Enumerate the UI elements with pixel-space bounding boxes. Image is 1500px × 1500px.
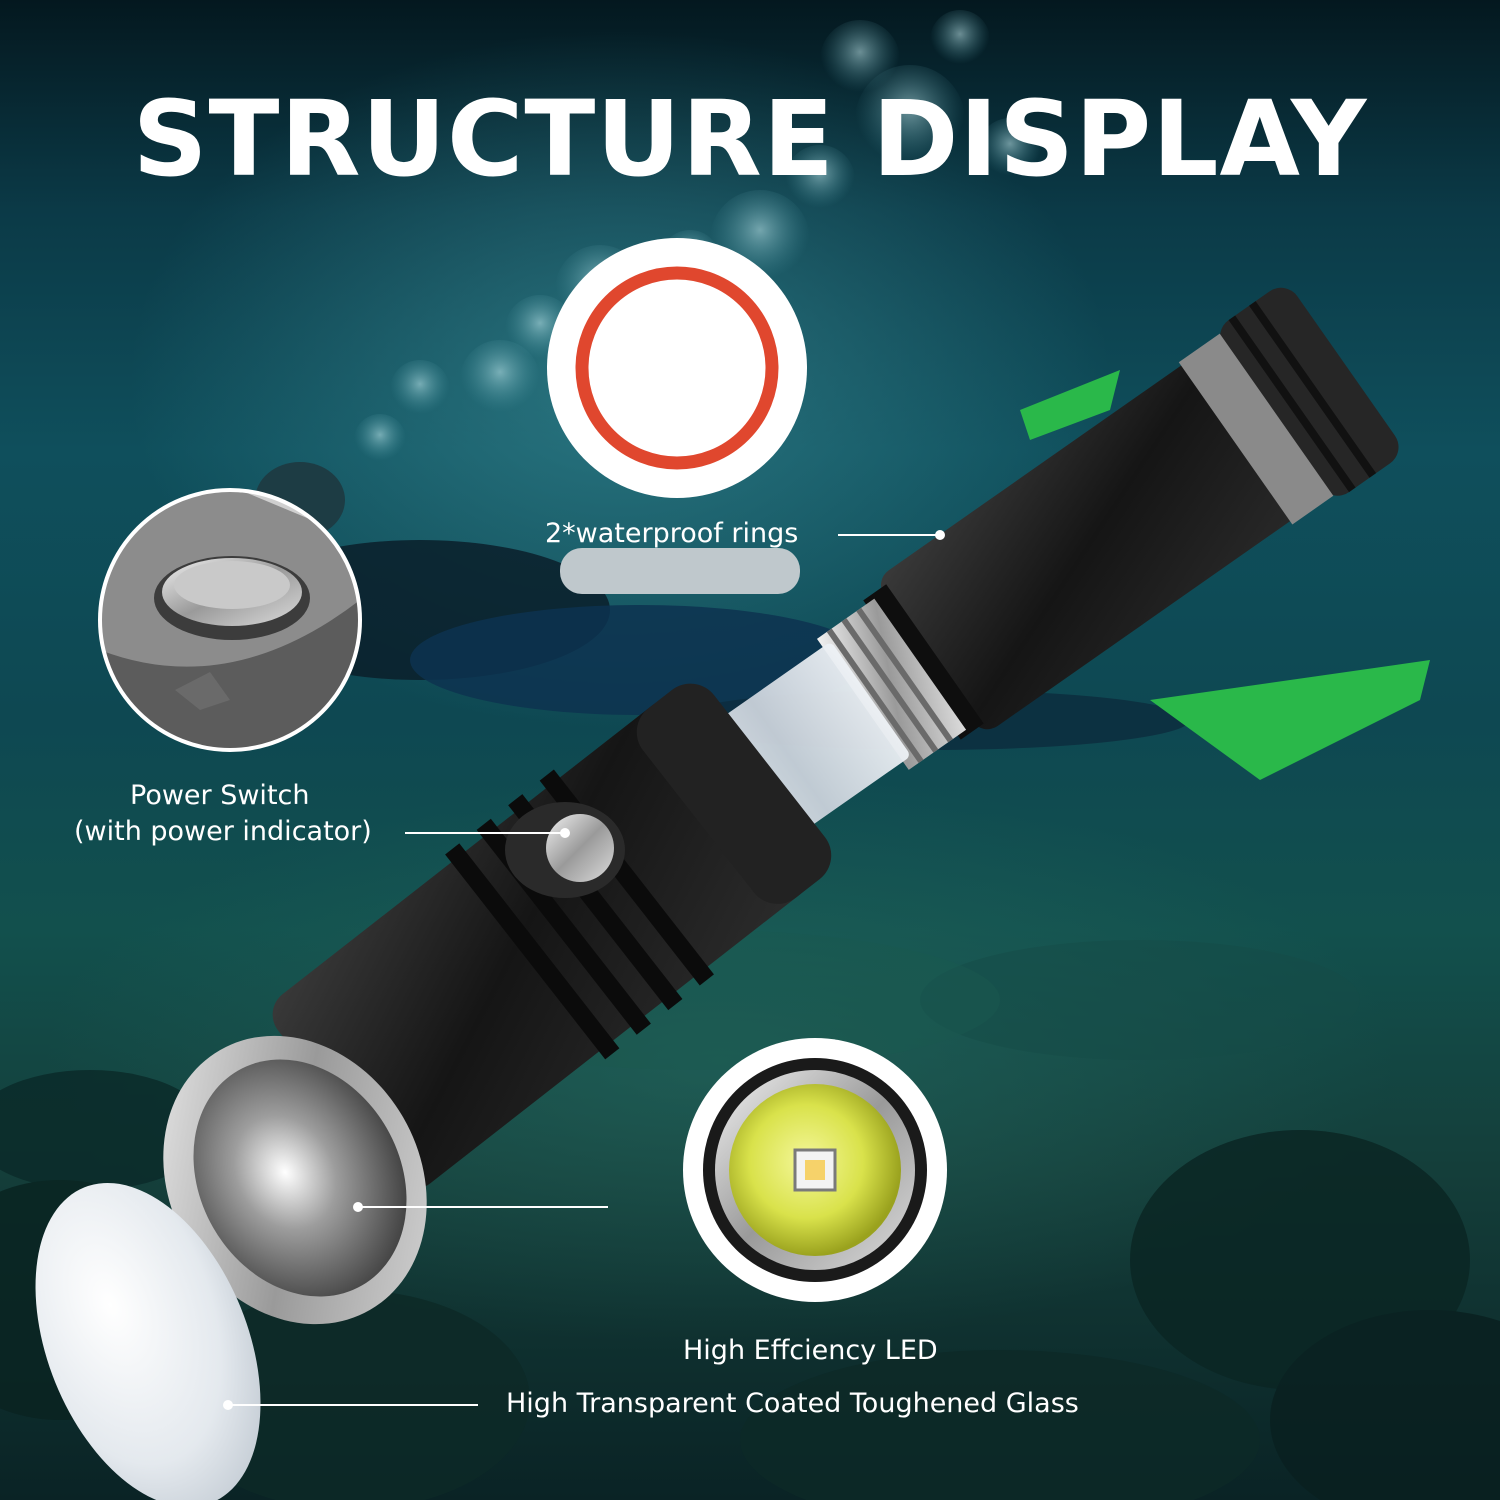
flashlight-head-section — [163, 683, 832, 1325]
led-label: High Effciency LED — [683, 1335, 938, 1366]
flashlight-tail-section — [660, 287, 1399, 874]
page-title: STRUCTURE DISPLAY — [132, 78, 1368, 200]
power-switch-label: Power Switch — [130, 780, 310, 811]
waterproof-ring-callout — [547, 238, 807, 498]
toughened-glass-lens — [35, 1182, 261, 1500]
glass-label: High Transparent Coated Toughened Glass — [506, 1388, 1079, 1419]
power-indicator-label: (with power indicator) — [74, 816, 372, 847]
power-switch-callout — [98, 488, 362, 752]
bubbles — [354, 10, 1042, 466]
waterproof-rings-label: 2*waterproof rings — [545, 518, 799, 549]
led-callout — [683, 1038, 947, 1302]
leader-lines — [223, 530, 945, 1410]
